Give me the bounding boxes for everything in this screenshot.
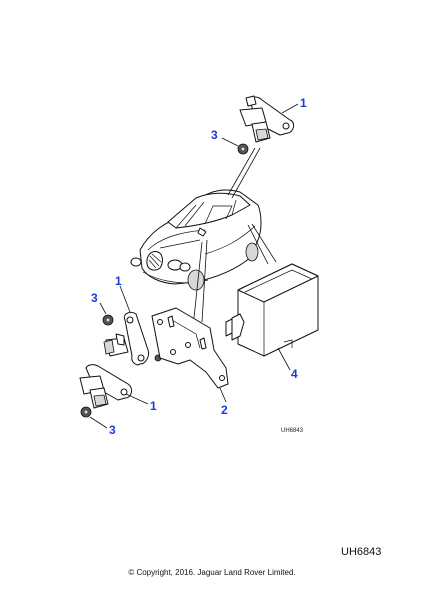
left-bracket-assembly <box>103 285 149 366</box>
nut-bottom-icon <box>80 406 108 429</box>
callout-middle-nut: 3 <box>91 291 98 305</box>
copyright-notice: © Copyright, 2016. Jaguar Land Rover Lim… <box>128 568 296 577</box>
callout-top-nut: 3 <box>211 128 218 142</box>
nut-middle-icon <box>99 302 114 326</box>
callout-bottom-nut: 3 <box>109 423 116 437</box>
leader-lines <box>193 147 277 323</box>
vehicle-illustration <box>130 189 262 291</box>
callout-top-sensor: 1 <box>300 96 307 110</box>
nut-top-icon <box>221 137 249 155</box>
callout-bracket: 2 <box>221 403 228 417</box>
callout-module: 4 <box>291 367 298 381</box>
drawing-ref-small: UH6843 <box>281 428 304 434</box>
callout-left-sensor: 1 <box>115 274 122 288</box>
mounting-bracket <box>151 307 229 403</box>
bottom-sensor-assembly <box>79 364 149 409</box>
drawing-ref-large: UH6843 <box>341 546 382 558</box>
control-module <box>225 263 319 371</box>
top-sensor-assembly <box>239 95 299 143</box>
callout-bottom-sensor: 1 <box>150 399 157 413</box>
